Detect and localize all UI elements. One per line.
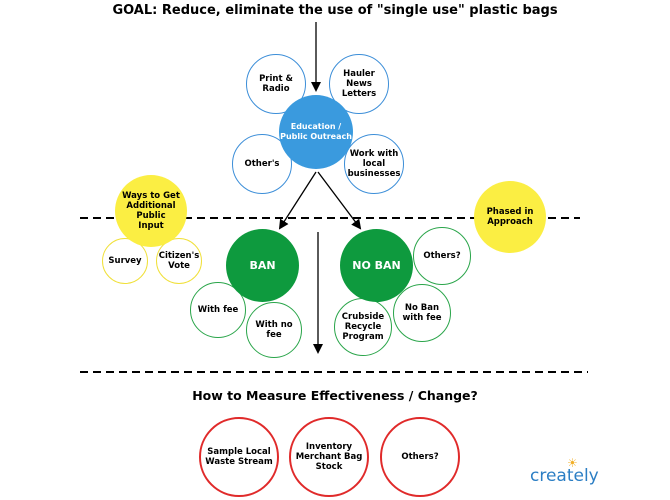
ways-public-input-node: Ways to Get Additional Public Input — [115, 175, 187, 247]
measure-title: How to Measure Effectiveness / Change? — [192, 388, 478, 403]
others-red-node: Others? — [380, 417, 460, 497]
education-outreach-node: Education / Public Outreach — [279, 95, 353, 169]
no-ban-with-fee-node: No Ban with fee — [393, 284, 451, 342]
inventory-bag-stock-node: Inventory Merchant Bag Stock — [289, 417, 369, 497]
phased-approach-node: Phased in Approach — [474, 181, 546, 253]
citizens-vote-node: Citizen's Vote — [156, 238, 202, 284]
local-businesses-node: Work with local businesses — [344, 134, 404, 194]
goal-title: GOAL: Reduce, eliminate the use of "sing… — [112, 3, 558, 18]
arrow-to-ban — [278, 171, 317, 230]
ban-node: BAN — [226, 229, 299, 302]
sun-icon: ☀ — [567, 456, 578, 470]
curbside-recycle-node: Crubside Recycle Program — [334, 298, 392, 356]
creately-logo: creately ☀ — [530, 456, 599, 486]
others-green-node: Others? — [413, 227, 471, 285]
no-ban-node: NO BAN — [340, 229, 413, 302]
waste-stream-node: Sample Local Waste Stream — [199, 417, 279, 497]
with-no-fee-node: With no fee — [246, 302, 302, 358]
